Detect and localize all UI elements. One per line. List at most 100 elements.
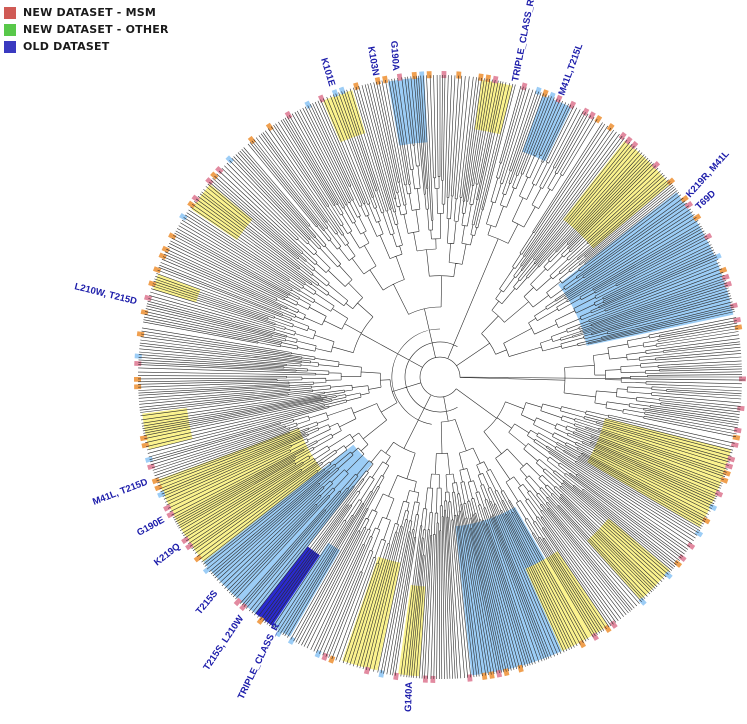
tip-marker <box>136 331 145 337</box>
tip-marker <box>187 200 196 209</box>
tip-marker <box>144 294 152 302</box>
tip-marker <box>225 155 234 164</box>
tip-marker <box>318 94 326 103</box>
tip-marker <box>148 280 157 288</box>
tip-marker <box>147 463 156 470</box>
tip-marker <box>703 232 713 241</box>
tip-marker <box>722 469 731 477</box>
tip-marker <box>145 456 153 463</box>
tree-branches <box>137 74 746 680</box>
label-k103n: K103N <box>365 46 381 77</box>
legend-swatch-msm <box>4 6 16 19</box>
tip-marker <box>467 674 473 682</box>
tip-marker <box>133 377 141 382</box>
tip-marker <box>181 536 190 545</box>
label-g190a: G190A <box>388 40 401 71</box>
tip-marker <box>692 213 702 222</box>
label-m41l-t215l: M41L,T215L <box>556 42 585 97</box>
tip-marker <box>215 166 224 175</box>
tip-marker <box>664 571 673 580</box>
tip-marker <box>287 636 296 645</box>
tip-marker <box>426 71 432 79</box>
legend-item-other: NEW DATASET - OTHER <box>4 21 169 38</box>
tip-marker <box>609 620 618 629</box>
tip-marker <box>581 107 590 116</box>
clade-highlight <box>272 542 340 637</box>
tip-marker <box>733 317 741 323</box>
tip-marker <box>713 253 722 261</box>
tip-marker <box>139 435 148 442</box>
clade-highlight <box>191 184 253 240</box>
tip-marker <box>686 542 696 550</box>
legend-label-msm: NEW DATASET - MSM <box>23 6 157 19</box>
tip-marker <box>304 100 312 109</box>
legend-item-old: OLD DATASET <box>4 38 169 55</box>
tip-marker <box>624 136 633 145</box>
tip-marker <box>179 213 188 221</box>
tip-marker <box>205 177 214 186</box>
clade-highlight <box>587 418 732 527</box>
tip-marker <box>163 504 172 512</box>
tip-marker <box>328 655 336 664</box>
label-k219q: K219Q <box>152 541 182 568</box>
clade-highlight <box>203 444 373 614</box>
legend-item-msm: NEW DATASET - MSM <box>4 4 169 21</box>
tip-marker <box>694 529 704 538</box>
tip-marker <box>233 597 242 607</box>
tip-marker <box>363 666 371 675</box>
tip-marker <box>151 477 160 485</box>
legend-label-old: OLD DATASET <box>23 40 110 53</box>
tip-marker <box>732 434 741 441</box>
tip-marker <box>422 675 428 683</box>
tip-marker <box>541 89 549 98</box>
tip-marker <box>594 115 603 124</box>
tip-marker <box>478 73 484 82</box>
tip-marker <box>256 616 265 625</box>
tip-marker <box>591 632 599 641</box>
label-m41l-t215d: M41L, T215D <box>91 477 149 508</box>
tip-marker <box>456 71 462 79</box>
tip-marker <box>492 75 499 84</box>
label-l210w-t215d: L210W, T215D <box>73 281 138 307</box>
tip-marker <box>719 266 728 274</box>
tip-marker <box>714 490 724 498</box>
tip-marker <box>496 669 503 678</box>
tip-marker <box>378 669 385 678</box>
tip-marker <box>411 71 418 80</box>
tip-marker <box>140 309 149 316</box>
legend-label-other: NEW DATASET - OTHER <box>23 23 169 36</box>
tip-marker <box>481 672 488 680</box>
tip-marker <box>520 82 528 91</box>
label-g140a: G140A <box>403 681 415 712</box>
tip-marker <box>265 122 274 132</box>
tip-marker <box>382 75 389 84</box>
label-g190e: G190E <box>135 515 166 539</box>
tip-marker <box>193 554 203 563</box>
tip-marker <box>680 195 689 203</box>
legend-swatch-other <box>4 23 16 36</box>
tip-marker <box>141 442 150 449</box>
label-t215s: T215S <box>194 588 220 617</box>
tip-marker <box>353 82 360 91</box>
clade-highlight <box>474 79 513 135</box>
tip-marker <box>485 74 491 83</box>
tip-marker <box>708 503 718 512</box>
tip-marker <box>134 353 142 359</box>
tip-marker <box>630 140 639 150</box>
tip-marker <box>678 554 687 562</box>
tip-marker <box>134 384 142 390</box>
tip-marker <box>568 100 577 110</box>
tip-marker <box>374 77 381 85</box>
label-t215s-l210w: T215S, L210W <box>201 614 246 673</box>
legend-swatch-old <box>4 40 16 53</box>
tip-marker <box>725 462 734 470</box>
tip-marker <box>578 639 586 649</box>
label-triple-class-res: TRIPLE_CLASS_RES <box>510 0 539 83</box>
tip-marker <box>555 94 563 103</box>
tip-marker <box>721 273 730 281</box>
tip-marker <box>158 252 167 260</box>
clade-highlight <box>522 95 572 162</box>
tip-marker <box>338 86 346 95</box>
tip-marker <box>603 624 612 633</box>
